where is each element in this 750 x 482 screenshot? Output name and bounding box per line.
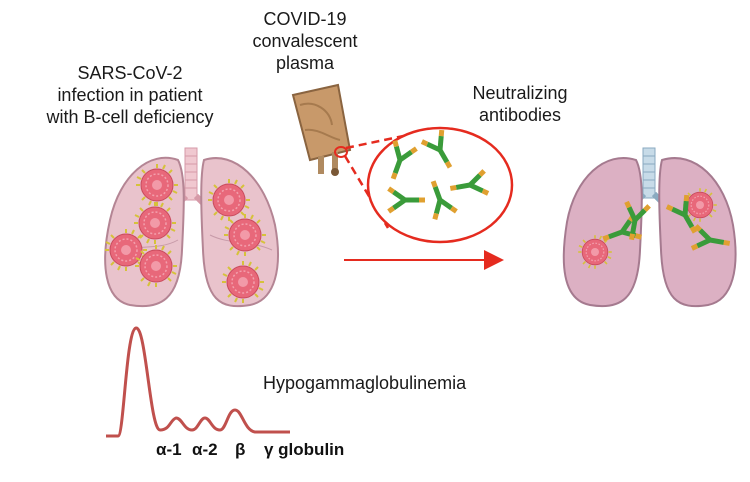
- virus-4: [134, 244, 178, 288]
- gamma-globulin-label: γ globulin: [264, 440, 345, 459]
- antibody-zoom-circle: [366, 126, 514, 244]
- virus-7: [221, 260, 265, 304]
- zoom-line-top: [345, 128, 433, 150]
- virus-2: [133, 201, 177, 245]
- infection-label-line-3: with B-cell deficiency: [46, 107, 214, 127]
- alpha2-label: α-2: [192, 440, 218, 459]
- virus-1: [135, 163, 179, 207]
- treated-lungs: [562, 147, 737, 308]
- beta-label: β: [235, 440, 246, 459]
- virus-6: [223, 213, 267, 257]
- plasma-label-line-2: convalescent: [252, 31, 358, 51]
- plasma-label-line-1: COVID-19: [263, 9, 347, 29]
- antibodies-label-line-2: antibodies: [478, 105, 562, 125]
- antibodies-label-line-1: Neutralizing: [472, 83, 568, 103]
- alpha1-label: α-1: [156, 440, 182, 459]
- plasma-bag: [291, 83, 352, 176]
- virus-5: [207, 178, 251, 222]
- treated-virus-1: [577, 234, 613, 270]
- hypogammaglobulinemia-label: Hypogammaglobulinemia: [263, 373, 467, 393]
- plasma-label: COVID-19 convalescent plasma: [240, 8, 370, 74]
- infected-lungs: [104, 147, 279, 308]
- infection-label: SARS-CoV-2 infection in patient with B-c…: [30, 62, 230, 128]
- electrophoresis-trace: [106, 326, 290, 438]
- infection-label-line-2: infection in patient: [57, 85, 203, 105]
- plasma-label-line-3: plasma: [275, 53, 335, 73]
- infection-label-line-1: SARS-CoV-2: [77, 63, 183, 83]
- antibodies-label: Neutralizing antibodies: [440, 82, 600, 126]
